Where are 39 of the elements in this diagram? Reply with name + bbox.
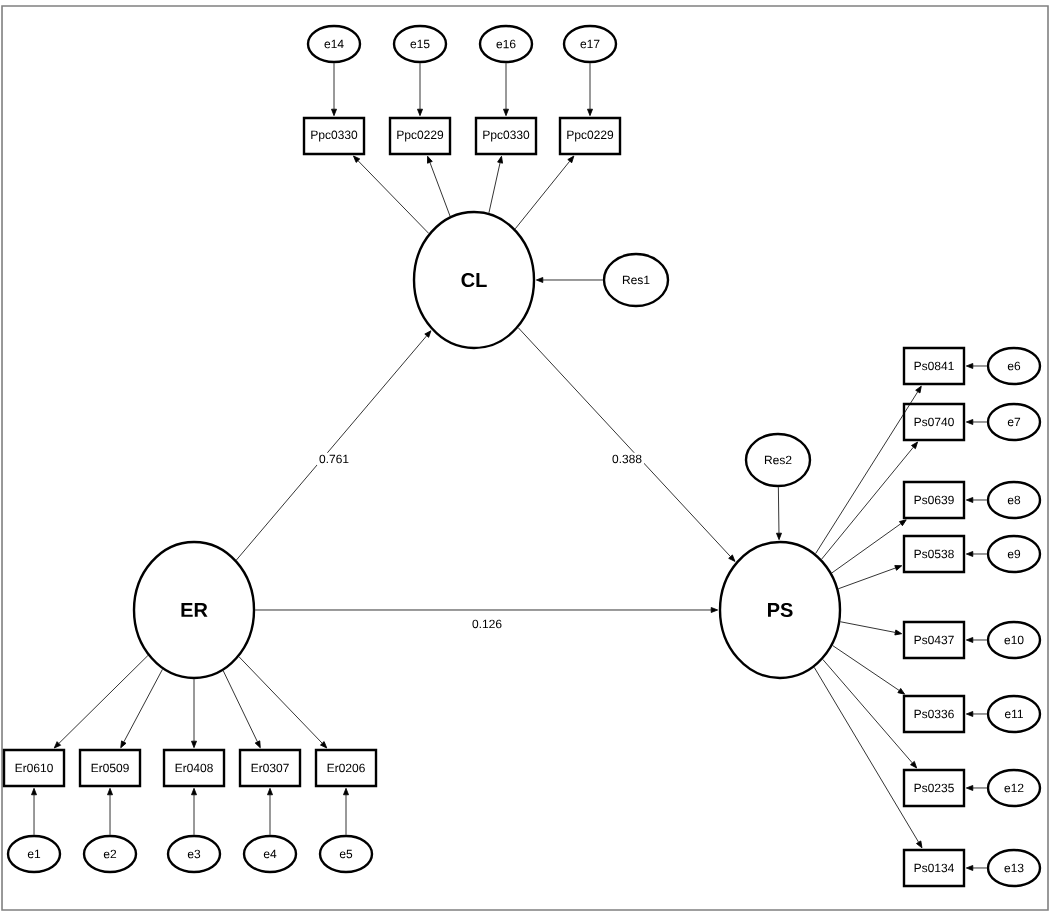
arrow	[832, 645, 906, 695]
arrow	[53, 655, 149, 749]
arrow	[831, 519, 907, 574]
arrow	[837, 565, 903, 590]
arrow	[965, 497, 988, 503]
arrow	[587, 62, 593, 117]
arrow	[965, 551, 988, 557]
arrow	[965, 785, 988, 791]
arrow	[427, 155, 451, 217]
arrow	[120, 668, 163, 749]
arrow	[776, 486, 782, 541]
arrow	[353, 155, 430, 234]
arrow	[488, 155, 503, 214]
arrow	[191, 678, 197, 749]
arrow	[822, 659, 918, 769]
arrow	[191, 787, 197, 836]
arrow	[222, 670, 261, 749]
arrow	[965, 711, 988, 717]
arrow	[235, 330, 432, 561]
arrow	[31, 787, 37, 836]
arrow	[254, 607, 719, 613]
arrow	[331, 62, 337, 117]
arrow	[343, 787, 349, 836]
arrow	[517, 327, 736, 562]
arrow	[813, 666, 923, 849]
arrow	[815, 385, 922, 555]
arrow	[821, 441, 918, 560]
arrow	[503, 62, 509, 117]
arrow	[965, 419, 988, 425]
arrow	[535, 277, 604, 283]
arrow	[267, 787, 273, 836]
arrow	[965, 865, 988, 871]
arrow	[417, 62, 423, 117]
arrow	[514, 155, 575, 230]
arrow	[839, 621, 903, 636]
arrow	[965, 363, 988, 369]
arrow	[238, 656, 328, 749]
arrow	[107, 787, 113, 836]
arrow	[965, 637, 988, 643]
